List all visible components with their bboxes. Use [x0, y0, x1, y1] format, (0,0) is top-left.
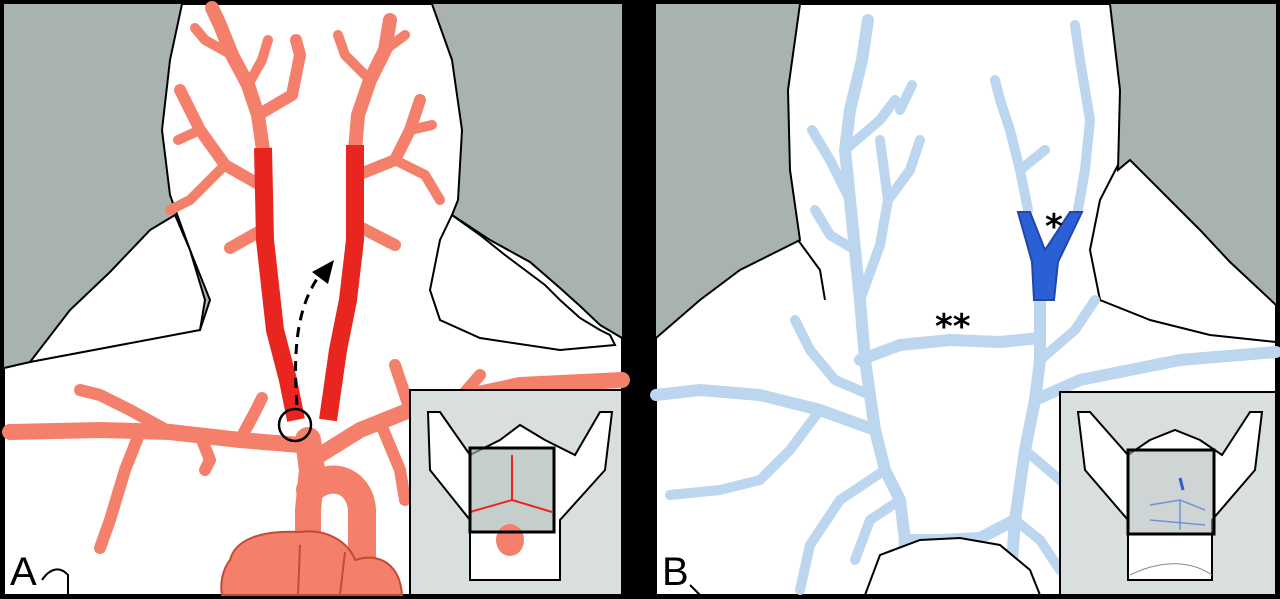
vein-branch — [807, 125, 855, 205]
vein-branch — [650, 384, 881, 436]
transposition-arrowhead — [312, 260, 334, 284]
vein-branch — [1029, 346, 1280, 406]
vein-branch — [1070, 20, 1095, 215]
vein-transverse — [854, 332, 1046, 366]
artery-branch — [74, 384, 176, 438]
artery-branch — [174, 84, 266, 191]
vein-branch — [990, 75, 1033, 215]
artery-carotid-left — [254, 147, 305, 422]
inset-b-lower-contour — [1129, 563, 1213, 576]
artery-branch — [333, 30, 375, 85]
vein-branch — [839, 14, 911, 596]
vein-branch — [1004, 294, 1046, 596]
artery-branch — [252, 34, 306, 121]
vein-branch — [1015, 145, 1050, 175]
panel-b-neck-contour-left — [797, 239, 826, 301]
panel-a-corner-curve — [41, 568, 69, 595]
vein-branch — [1035, 295, 1100, 365]
panel-b-lower-structure — [863, 536, 1042, 596]
panel-b: * ** B — [650, 3, 1280, 596]
artery-branch — [380, 30, 410, 55]
vein-branch — [850, 495, 905, 565]
vein-jugular-strong — [1016, 211, 1084, 301]
artery-branch — [173, 125, 205, 145]
panel-a-left-flap — [27, 213, 207, 364]
anastomosis-circle — [277, 407, 313, 443]
artery-branch — [190, 23, 237, 60]
vein-branch — [810, 205, 860, 255]
artery-branch — [234, 392, 268, 446]
vein-branch — [1010, 515, 1065, 575]
panel-a-heart — [220, 530, 404, 596]
panel-b-label: B — [662, 550, 689, 594]
vein-branch — [855, 135, 893, 305]
panel-b-light-veins — [650, 14, 1280, 596]
artery-branch — [405, 120, 437, 135]
artery-branch — [389, 359, 416, 416]
inset-b-region-fill — [1128, 450, 1214, 534]
panel-b-corner-mark — [689, 584, 701, 596]
artery-branch — [194, 429, 216, 476]
vein-branch — [790, 315, 875, 400]
artery-branch — [390, 155, 445, 205]
heart-contour — [297, 544, 346, 596]
transposition-arrow — [294, 271, 324, 406]
artery-branch — [352, 94, 426, 181]
vein-branch — [795, 465, 890, 595]
panel-b-inset — [1059, 391, 1277, 596]
artery-branch — [243, 35, 273, 90]
inset-b-zoom-box — [1126, 448, 1216, 536]
panel-a-right-flap — [428, 213, 617, 352]
artery-branch — [94, 426, 146, 554]
vein-branch — [883, 135, 925, 205]
panel-a-label: A — [10, 550, 37, 594]
artery-branch — [165, 160, 230, 215]
artery-carotid-right — [319, 145, 364, 422]
annotation-double-asterisk: ** — [935, 307, 971, 347]
vein-branch — [665, 405, 825, 500]
inset-b-jugular-mark — [1178, 477, 1185, 491]
inset-a-heart — [496, 524, 524, 556]
artery-branch — [374, 416, 411, 506]
inset-b-vessels — [1149, 499, 1206, 530]
vein-branch — [840, 95, 900, 155]
annotation-single-asterisk: * — [1045, 207, 1063, 247]
vein-branch — [895, 80, 917, 115]
inset-a-vessels — [469, 455, 553, 513]
artery-aortic-arch — [296, 465, 376, 574]
panel-a-inset — [409, 389, 623, 596]
panel-a: A — [2, 1, 630, 596]
inset-a-zoom-box — [468, 446, 556, 534]
